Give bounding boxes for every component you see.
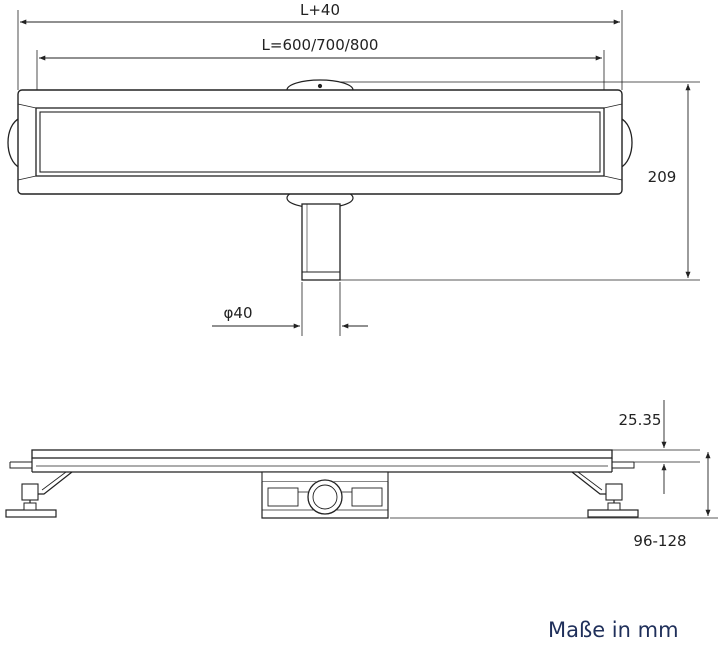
install-height-label: 96-128 xyxy=(633,532,686,550)
channel-frame xyxy=(35,107,605,177)
foot-plate-right xyxy=(587,509,639,518)
frame-line xyxy=(17,103,37,109)
frame-line xyxy=(603,103,623,109)
top-view-labels: L+40 L=600/700/800 209 φ40 xyxy=(224,1,677,322)
side-view-labels: 25.35 96-128 xyxy=(619,411,687,550)
foot-bracket-left xyxy=(36,471,73,495)
height-label: 209 xyxy=(648,168,677,186)
siphon-left-block xyxy=(267,487,299,507)
foot-plate-left xyxy=(5,509,57,518)
foot-bracket-right xyxy=(577,471,603,491)
foot-bracket-right xyxy=(571,471,608,495)
frame-line xyxy=(603,175,623,181)
top-view xyxy=(7,10,700,336)
outlet-diameter-label: φ40 xyxy=(224,304,253,322)
overall-width-label: L+40 xyxy=(300,1,340,19)
outlet-pipe-inner xyxy=(312,484,338,510)
grate xyxy=(39,111,601,173)
channel-outer xyxy=(17,89,623,195)
frame-line xyxy=(17,175,37,181)
grate-height-label: 25.35 xyxy=(619,411,662,429)
flange-dot xyxy=(317,83,323,89)
foot-bolt-right xyxy=(605,483,623,501)
grate-profile xyxy=(31,449,613,459)
end-cap-left xyxy=(7,117,21,169)
outlet-pipe xyxy=(301,203,341,281)
side-view xyxy=(5,400,718,519)
siphon-right-block xyxy=(351,487,383,507)
units-caption: Maße in mm xyxy=(548,618,679,642)
foot-nut-left xyxy=(23,502,37,511)
foot-bracket-left xyxy=(41,471,67,491)
channel-length-label: L=600/700/800 xyxy=(262,36,379,54)
foot-bolt-left xyxy=(21,483,39,501)
foot-nut-right xyxy=(607,502,621,511)
flange-right xyxy=(612,461,635,469)
flange-left xyxy=(9,461,32,469)
end-cap-right xyxy=(619,117,633,169)
